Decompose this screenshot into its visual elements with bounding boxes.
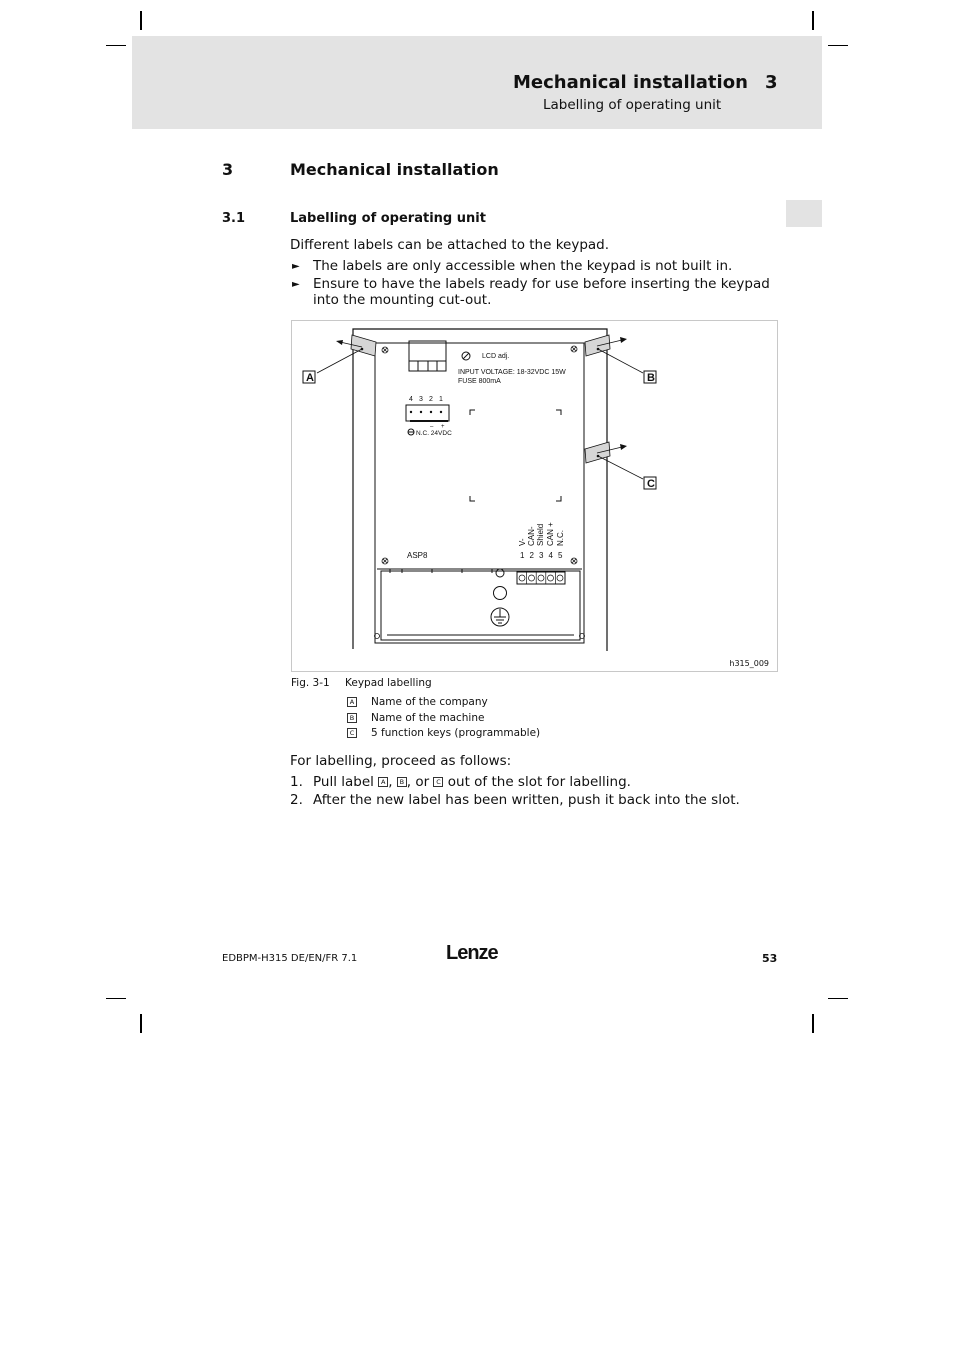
callout-a: A xyxy=(306,372,314,384)
bullet-item: Ensure to have the labels ready for use … xyxy=(313,276,770,308)
legend-key: A xyxy=(347,697,357,707)
legend-item: B Name of the machine xyxy=(347,712,484,724)
bullet-icon: ► xyxy=(292,261,300,272)
bullet-icon: ► xyxy=(292,279,300,290)
step-text: , or xyxy=(406,774,434,790)
crop-mark xyxy=(812,11,814,30)
pin-number: 1 xyxy=(439,396,443,403)
figure-caption-text: Keypad labelling xyxy=(345,677,432,689)
procedure-intro: For labelling, proceed as follows: xyxy=(290,753,512,769)
footer-document-code: EDBPM-H315 DE/EN/FR 7.1 xyxy=(222,953,358,964)
legend-text: Name of the company xyxy=(371,696,488,708)
pin-polarity: – xyxy=(430,424,434,430)
figure-caption-number: Fig. 3-1 xyxy=(291,677,330,689)
terminal-label: Shield xyxy=(536,524,545,546)
page-number: 53 xyxy=(762,952,778,965)
subsection-number: 3.1 xyxy=(222,211,246,226)
step-text: After the new label has been written, pu… xyxy=(313,792,740,808)
fuse-label: FUSE 800mA xyxy=(458,378,501,385)
terminal-number: 4 xyxy=(549,551,554,560)
terminal-label: N.C. xyxy=(556,530,565,546)
step-text: , xyxy=(388,774,397,790)
subsection-title: Labelling of operating unit xyxy=(290,211,486,226)
crop-mark xyxy=(812,1014,814,1033)
legend-item: C 5 function keys (programmable) xyxy=(347,727,540,739)
legend-key: B xyxy=(347,713,357,723)
step-number: 1. xyxy=(290,774,303,790)
intro-text: Different labels can be attached to the … xyxy=(290,237,610,253)
terminal-number: 3 xyxy=(539,551,544,560)
legend-key: C xyxy=(347,728,357,738)
crop-mark xyxy=(140,11,142,30)
bullet-item: The labels are only accessible when the … xyxy=(313,258,733,274)
callout-b: B xyxy=(647,372,655,384)
pin-number: 4 xyxy=(409,396,413,403)
terminal-label: V- xyxy=(518,538,527,546)
step-text: Pull label xyxy=(313,774,379,790)
legend-text: 5 function keys (programmable) xyxy=(371,727,541,739)
asp8-label: ASP8 xyxy=(407,551,428,560)
pin-number: 2 xyxy=(429,396,433,403)
crop-mark xyxy=(140,1014,142,1033)
section-title: Mechanical installation xyxy=(290,160,499,179)
legend-item: A Name of the company xyxy=(347,696,488,708)
figure-id: h315_009 xyxy=(729,659,769,668)
crop-mark xyxy=(828,45,848,46)
header-band xyxy=(132,36,822,129)
pin-polarity: + xyxy=(441,424,445,430)
lenze-logo: Lenze xyxy=(446,942,499,964)
lcd-adj-label: LCD adj. xyxy=(482,353,509,360)
step-text: out of the slot for labelling. xyxy=(443,774,631,790)
header-title: Mechanical installation xyxy=(513,72,748,93)
header-subtitle: Labelling of operating unit xyxy=(543,97,722,113)
procedure-step: 2. After the new label has been written, … xyxy=(290,792,740,808)
terminal-number: 2 xyxy=(530,551,535,560)
callout-c: C xyxy=(647,478,655,490)
chapter-side-tab xyxy=(786,200,822,227)
crop-mark xyxy=(106,998,126,999)
pin-number: 3 xyxy=(419,396,423,403)
section-number: 3 xyxy=(222,160,234,179)
header-chapter-number: 3 xyxy=(765,72,778,93)
inline-key: A xyxy=(378,777,389,787)
crop-mark xyxy=(106,45,126,46)
input-voltage-label: INPUT VOLTAGE: 18-32VDC 15W xyxy=(458,369,566,376)
keypad-figure: A B C LCD adj. INPUT VOLTAGE: 18-32VDC 1… xyxy=(291,320,778,672)
terminal-number: 1 xyxy=(520,551,525,560)
terminal-label: CAN- xyxy=(527,526,536,546)
terminal-number: 5 xyxy=(558,551,563,560)
inline-key: C xyxy=(433,777,444,787)
crop-mark xyxy=(828,998,848,999)
legend-text: Name of the machine xyxy=(371,712,485,724)
pin-labels: N.C. 24VDC xyxy=(416,430,452,437)
inline-key: B xyxy=(396,777,407,787)
step-number: 2. xyxy=(290,792,303,808)
procedure-step: 1. Pull label A, B, or C out of the slot … xyxy=(290,774,631,790)
terminal-label: CAN + xyxy=(546,522,555,546)
keypad-drawing: A B C LCD adj. INPUT VOLTAGE: 18-32VDC 1… xyxy=(302,328,657,651)
